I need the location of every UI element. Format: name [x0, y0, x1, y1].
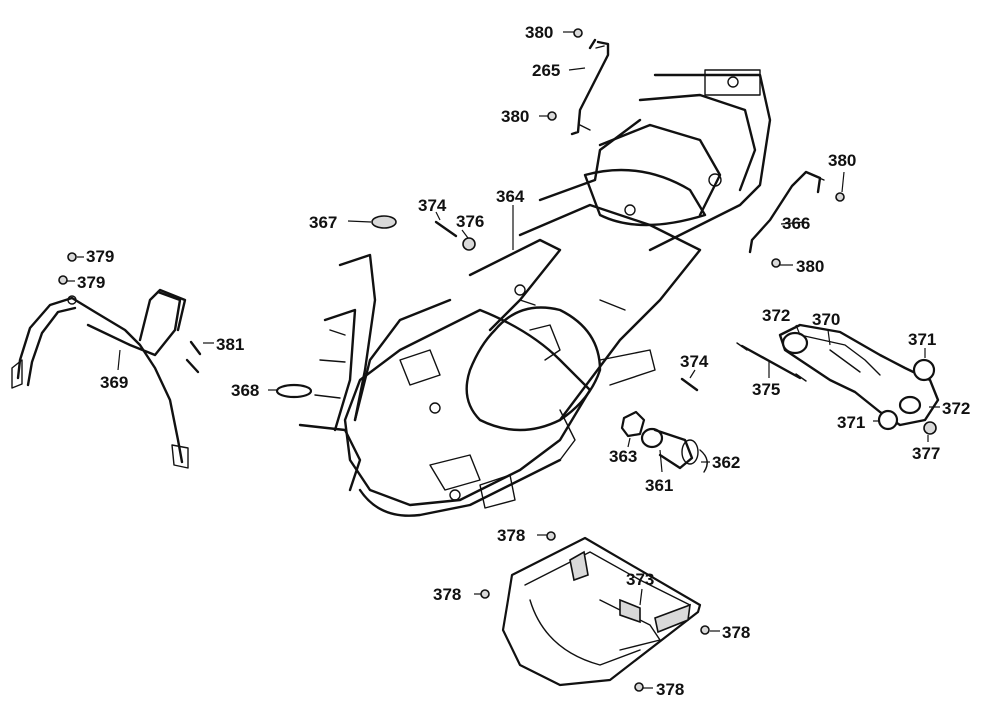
- callout-380: 380: [525, 23, 553, 42]
- screw-379b: [58, 275, 68, 285]
- bolt-380b: [547, 111, 557, 121]
- callout-371: 371: [908, 330, 936, 349]
- callout-364: 364: [496, 187, 525, 206]
- callout-366: 366: [782, 214, 810, 233]
- callout-378: 378: [722, 623, 750, 642]
- bolt-378b: [480, 589, 490, 599]
- bolts-381: [185, 340, 202, 374]
- bracket-370-assembly: [736, 323, 940, 431]
- callout-374: 374: [418, 196, 447, 215]
- callout-363: 363: [609, 447, 637, 466]
- callout-367: 367: [309, 213, 337, 232]
- callout-labels: 380 265 380 380 366 380 364 374 376 367 …: [77, 23, 970, 699]
- bolt-378d: [634, 682, 644, 692]
- callout-361: 361: [645, 476, 673, 495]
- callout-373: 373: [626, 570, 654, 589]
- callout-375: 375: [752, 380, 780, 399]
- screw-379a: [67, 252, 77, 262]
- nut-377: [923, 421, 937, 435]
- callout-374: 374: [680, 352, 709, 371]
- callout-380: 380: [828, 151, 856, 170]
- callout-379: 379: [86, 247, 114, 266]
- small-parts: [58, 28, 937, 692]
- callout-362: 362: [712, 453, 740, 472]
- bracket-265: [570, 38, 610, 136]
- callout-369: 369: [100, 373, 128, 392]
- bolt-378a: [546, 531, 556, 541]
- callout-372: 372: [762, 306, 790, 325]
- leader-lines: [67, 31, 940, 689]
- bolt-378c: [700, 625, 710, 635]
- washer-376: [462, 237, 476, 251]
- callout-378: 378: [433, 585, 461, 604]
- grommet-367: [371, 215, 397, 229]
- callout-372: 372: [942, 399, 970, 418]
- ring-368: [275, 383, 313, 399]
- callout-378: 378: [656, 680, 684, 699]
- stand-369: [11, 288, 189, 469]
- bolt-380a: [573, 28, 583, 38]
- bolt-380d: [771, 258, 781, 268]
- callout-368: 368: [231, 381, 259, 400]
- bracket-366: [748, 170, 825, 254]
- callout-379: 379: [77, 273, 105, 292]
- bolt-374b: [680, 377, 699, 392]
- callout-377: 377: [912, 444, 940, 463]
- callout-371: 371: [837, 413, 865, 432]
- bolt-380c: [835, 192, 845, 202]
- callout-381: 381: [216, 335, 244, 354]
- callout-380: 380: [796, 257, 824, 276]
- bolt-374a: [434, 220, 458, 238]
- callout-265: 265: [532, 61, 560, 80]
- callout-370: 370: [812, 310, 840, 329]
- intake-parts: [620, 410, 708, 473]
- callout-376: 376: [456, 212, 484, 231]
- main-frame-364: [298, 69, 772, 517]
- cover-373: [501, 536, 702, 687]
- callout-378: 378: [497, 526, 525, 545]
- callout-380: 380: [501, 107, 529, 126]
